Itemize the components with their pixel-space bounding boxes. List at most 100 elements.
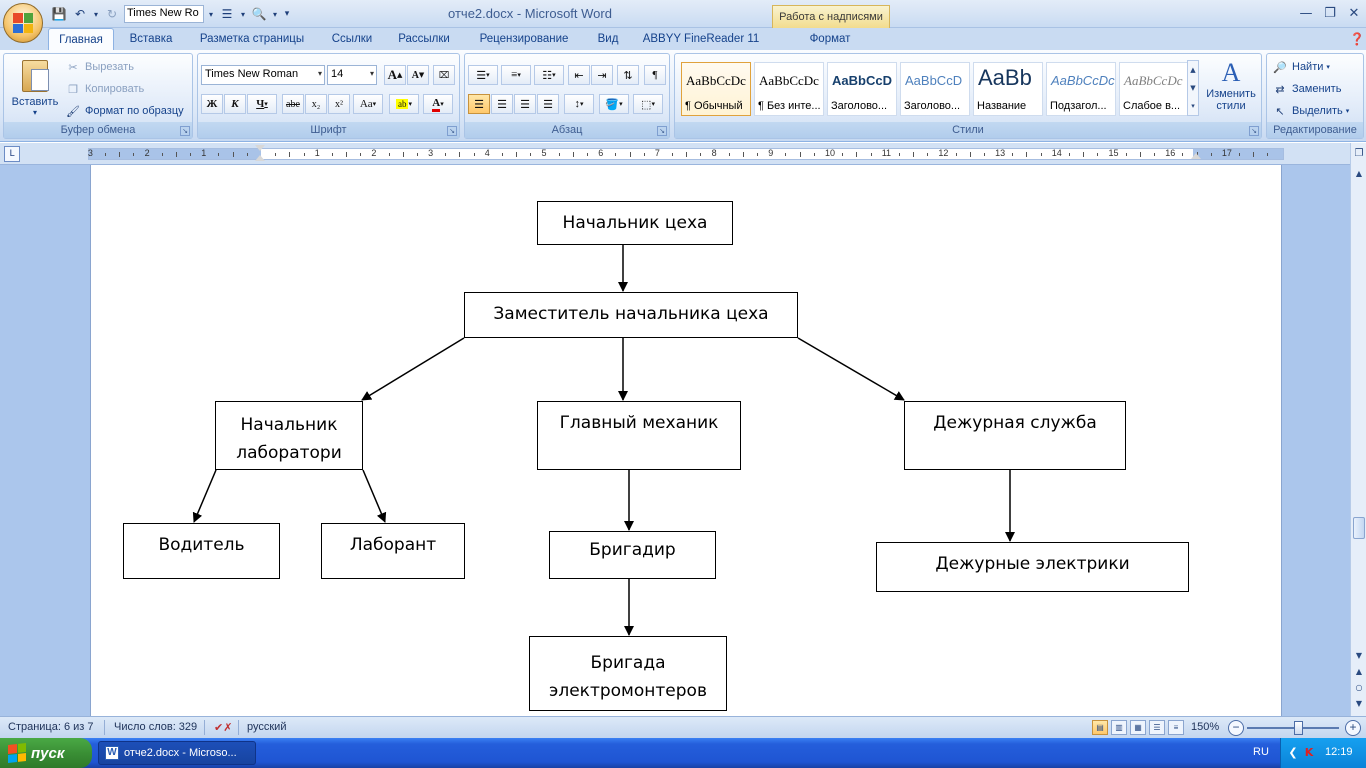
node-foreman[interactable]: Бригадир bbox=[549, 531, 716, 579]
zoom-slider-track[interactable] bbox=[1247, 727, 1339, 729]
italic-button[interactable]: К bbox=[224, 94, 246, 114]
kaspersky-icon[interactable]: K bbox=[1304, 746, 1314, 759]
tab-mailings[interactable]: Рассылки bbox=[398, 33, 450, 45]
node-lab-assistant[interactable]: Лаборант bbox=[321, 523, 465, 579]
help-icon[interactable]: ❓ bbox=[1349, 32, 1365, 46]
shading-button[interactable]: 🪣▾ bbox=[599, 94, 629, 114]
numbering-button[interactable]: ≡▾ bbox=[501, 65, 531, 85]
page-counter[interactable]: Страница: 6 из 7 bbox=[8, 721, 94, 733]
bullets-button[interactable]: ☰▾ bbox=[468, 65, 498, 85]
clipboard-launcher-icon[interactable]: ↘ bbox=[180, 126, 190, 136]
redo-icon[interactable]: ↻ bbox=[106, 7, 118, 21]
preview-dropdown-icon[interactable]: ▾ bbox=[272, 9, 277, 19]
outline-view-icon[interactable]: ☰ bbox=[1149, 720, 1165, 735]
font-name-combo[interactable]: Times New Roman▾ bbox=[201, 65, 325, 85]
start-button[interactable]: пуск bbox=[0, 738, 92, 768]
font-color-button[interactable]: A▾ bbox=[423, 94, 453, 114]
vertical-scrollbar[interactable]: ❐ ▲ ▼ ▲ ○ ▼ bbox=[1350, 143, 1366, 716]
back-arrow-icon[interactable]: ❮ bbox=[1288, 746, 1298, 759]
tab-insert[interactable]: Вставка bbox=[129, 33, 173, 45]
tab-format[interactable]: Формат bbox=[809, 33, 851, 45]
change-case-button[interactable]: Aa▾ bbox=[353, 94, 383, 114]
bullets-icon[interactable]: ☰ bbox=[221, 7, 233, 21]
undo-icon[interactable]: ↶ bbox=[74, 7, 86, 21]
restore-icon[interactable]: ❐ bbox=[1324, 5, 1336, 21]
scroll-up-icon[interactable]: ▲ bbox=[1355, 169, 1363, 178]
find-button[interactable]: 🔎Найти▾ bbox=[1271, 57, 1330, 77]
hanging-indent-marker-icon[interactable] bbox=[255, 155, 265, 161]
tab-page-layout[interactable]: Разметка страницы bbox=[199, 33, 305, 45]
right-indent-marker-icon[interactable] bbox=[1191, 153, 1201, 159]
show-marks-button[interactable]: ¶ bbox=[644, 65, 666, 85]
full-screen-reading-icon[interactable]: ▥ bbox=[1111, 720, 1127, 735]
minimize-icon[interactable]: — bbox=[1299, 5, 1313, 21]
justify-button[interactable]: ☰ bbox=[537, 94, 559, 114]
align-left-button[interactable]: ☰ bbox=[468, 94, 490, 114]
styles-launcher-icon[interactable]: ↘ bbox=[1249, 126, 1259, 136]
tab-references[interactable]: Ссылки bbox=[331, 33, 373, 45]
tab-selector-icon[interactable]: L bbox=[4, 146, 20, 162]
node-driver[interactable]: Водитель bbox=[123, 523, 280, 579]
zoom-in-icon[interactable]: + bbox=[1345, 720, 1361, 736]
qat-font-combo[interactable]: Times New Ro bbox=[124, 5, 204, 23]
multilevel-list-button[interactable]: ☷▾ bbox=[534, 65, 564, 85]
proofing-icon[interactable]: ✔✗ bbox=[214, 722, 233, 734]
grow-font-button[interactable]: A▲ bbox=[384, 65, 406, 85]
paragraph-launcher-icon[interactable]: ↘ bbox=[657, 126, 667, 136]
borders-button[interactable]: ⬚▾ bbox=[633, 94, 663, 114]
first-indent-marker-icon[interactable] bbox=[255, 145, 265, 151]
qat-font-dropdown-icon[interactable]: ▾ bbox=[208, 9, 213, 19]
scroll-thumb[interactable] bbox=[1353, 517, 1365, 539]
gallery-down-icon[interactable]: ▼ bbox=[1190, 84, 1196, 92]
gallery-up-icon[interactable]: ▲ bbox=[1190, 66, 1196, 74]
ruler-toggle-icon[interactable]: ❐ bbox=[1354, 148, 1364, 159]
clear-format-button[interactable]: ⌧ bbox=[433, 65, 455, 85]
cut-button[interactable]: ✂Вырезать bbox=[64, 57, 134, 77]
format-painter-button[interactable]: 🖌Формат по образцу bbox=[64, 101, 184, 121]
node-deputy-head[interactable]: Заместитель начальника цеха bbox=[464, 292, 798, 338]
change-styles-button[interactable]: A Изменить стили bbox=[1203, 58, 1259, 120]
styles-gallery-scroll[interactable]: ▲ ▼ ▾ bbox=[1187, 60, 1199, 116]
print-preview-icon[interactable]: 🔍 bbox=[251, 7, 267, 21]
undo-dropdown-icon[interactable]: ▾ bbox=[93, 9, 98, 19]
office-button[interactable] bbox=[3, 3, 43, 43]
next-page-icon[interactable]: ▼ bbox=[1355, 699, 1363, 708]
tab-review[interactable]: Рецензирование bbox=[479, 33, 569, 45]
bold-button[interactable]: Ж bbox=[201, 94, 223, 114]
paste-button[interactable]: Вставить ▾ bbox=[8, 58, 62, 120]
strike-button[interactable]: abe bbox=[282, 94, 304, 114]
underline-button[interactable]: Ч▾ bbox=[247, 94, 277, 114]
web-layout-icon[interactable]: ▦ bbox=[1130, 720, 1146, 735]
previous-page-icon[interactable]: ▲ bbox=[1355, 667, 1363, 676]
select-button[interactable]: ↖Выделить▾ bbox=[1271, 101, 1349, 121]
node-duty-service[interactable]: Дежурная служба bbox=[904, 401, 1126, 470]
customize-qat-icon[interactable]: ▾ bbox=[284, 9, 290, 19]
highlight-button[interactable]: ab▾ bbox=[389, 94, 419, 114]
node-duty-electricians[interactable]: Дежурные электрики bbox=[876, 542, 1189, 592]
scroll-down-icon[interactable]: ▼ bbox=[1355, 651, 1363, 660]
replace-button[interactable]: ⇄Заменить bbox=[1271, 79, 1341, 99]
tab-home[interactable]: Главная bbox=[48, 28, 114, 51]
zoom-slider-thumb[interactable] bbox=[1294, 721, 1303, 735]
font-launcher-icon[interactable]: ↘ bbox=[447, 126, 457, 136]
print-layout-icon[interactable]: ▤ bbox=[1092, 720, 1108, 735]
word-count[interactable]: Число слов: 329 bbox=[114, 721, 198, 733]
shrink-font-button[interactable]: A▼ bbox=[407, 65, 429, 85]
copy-button[interactable]: ❐Копировать bbox=[64, 79, 144, 99]
document-page[interactable]: Начальник цеха Заместитель начальника це… bbox=[90, 165, 1282, 716]
increase-indent-button[interactable]: ⇥ bbox=[591, 65, 613, 85]
sort-button[interactable]: ⇅ bbox=[617, 65, 639, 85]
node-shop-head[interactable]: Начальник цеха bbox=[537, 201, 733, 245]
taskbar-word-button[interactable]: W отче2.docx - Microso... bbox=[98, 741, 256, 765]
zoom-out-icon[interactable]: − bbox=[1228, 720, 1244, 736]
document-canvas[interactable]: Начальник цеха Заместитель начальника це… bbox=[0, 165, 1350, 716]
clock[interactable]: 12:19 bbox=[1325, 746, 1353, 758]
gallery-more-icon[interactable]: ▾ bbox=[1191, 102, 1195, 110]
